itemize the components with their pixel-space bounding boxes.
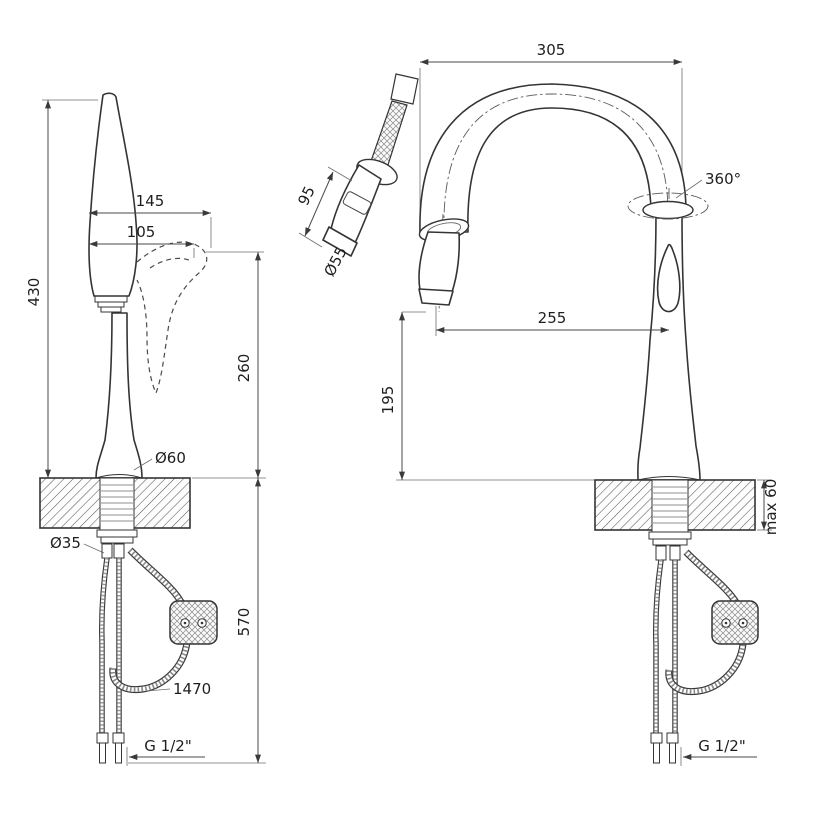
rotation-ellipse	[627, 192, 709, 220]
side-view: 430 145 105 260 Ø60	[25, 92, 266, 766]
handle-dashed-outline	[136, 241, 208, 395]
dim-d60-label: Ø60	[155, 449, 186, 467]
dim-reach: 255	[435, 306, 669, 336]
dim-spout-width-max: 145	[89, 192, 212, 248]
dim-105-label: 105	[127, 223, 156, 241]
sprayer-detached	[322, 73, 419, 257]
dim-g12-left-label: G 1/2"	[144, 737, 191, 755]
shank-threads	[101, 484, 133, 522]
faucet-body-front	[627, 188, 709, 481]
dim-1470-label: 1470	[173, 680, 211, 698]
dim-305-label: 305	[537, 41, 566, 59]
dim-outlet-height: 195	[379, 311, 598, 481]
front-view: 305 360°	[294, 41, 780, 766]
dim-total-height-label: 430	[25, 278, 43, 307]
swivel-collar	[642, 200, 694, 220]
dim-95-label: 95	[294, 183, 319, 208]
hose-end-fittings	[96, 732, 125, 764]
dim-thread-left: G 1/2"	[126, 737, 205, 766]
dim-base-diameter: Ø60	[133, 449, 186, 471]
dim-total-height: 430	[25, 99, 98, 478]
dim-max60-label: max 60	[762, 479, 780, 536]
countertop-section-right	[594, 479, 756, 546]
dim-deck-thickness: max 60	[757, 479, 780, 536]
dim-spout-width: 105	[89, 223, 195, 258]
aerator-icon	[94, 295, 128, 313]
countertop-section	[39, 477, 191, 544]
hose-weight	[169, 600, 218, 645]
dim-255-label: 255	[538, 309, 567, 327]
lever-handle-outline	[656, 243, 681, 313]
dim-swivel-angle: 360°	[675, 170, 741, 199]
dim-outlet-to-deck: 260	[206, 251, 264, 478]
sprayhead-attached	[418, 213, 470, 313]
dim-260-label: 260	[235, 354, 253, 383]
dim-mounting-hole: Ø35	[50, 534, 105, 554]
shank-threads-right	[653, 486, 687, 524]
dim-360-label: 360°	[705, 170, 741, 188]
pullout-hose	[109, 547, 218, 694]
dim-570-label: 570	[235, 608, 253, 637]
pullout-hose-right	[665, 549, 759, 696]
dim-d35-label: Ø35	[50, 534, 81, 552]
dim-below-deck: 570	[128, 477, 266, 764]
dim-thread-right: G 1/2"	[680, 737, 757, 766]
dim-145-label: 145	[136, 192, 165, 210]
dim-hose-length: 1470	[146, 680, 211, 698]
hose-end-fittings-right	[650, 732, 679, 764]
dim-g12-right-label: G 1/2"	[698, 737, 745, 755]
faucet-side-outline	[88, 92, 143, 479]
supply-hoses	[99, 543, 125, 733]
dim-195-label: 195	[379, 386, 397, 415]
hose-weight-right	[711, 600, 759, 645]
supply-hoses-right	[653, 545, 681, 733]
